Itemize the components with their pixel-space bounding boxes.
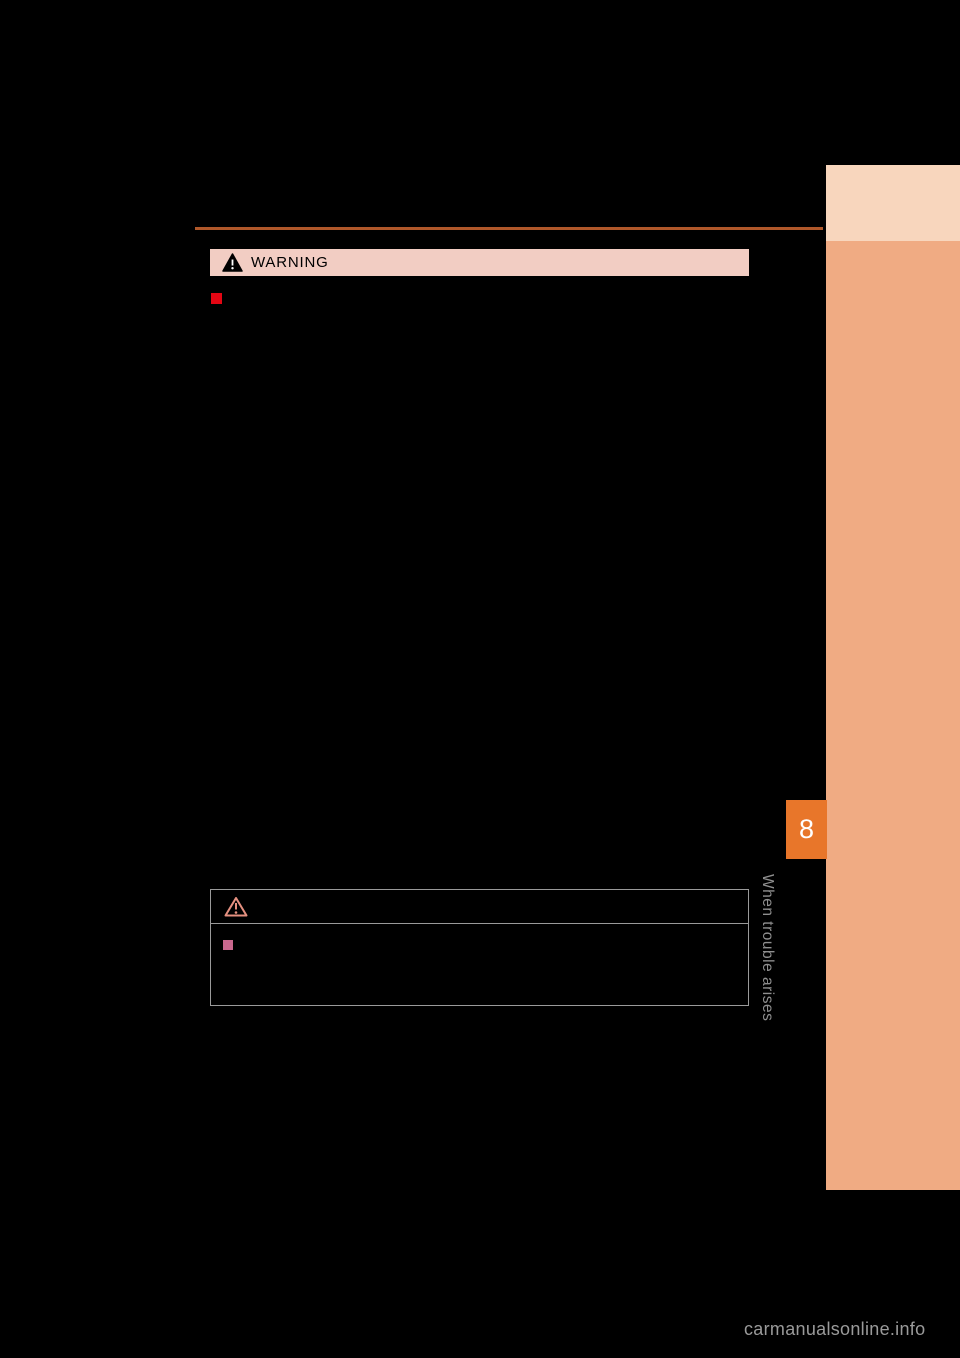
caution-triangle-icon (224, 896, 248, 917)
sidebar-header-block (826, 165, 960, 241)
warning-triangle-icon (222, 253, 243, 272)
warning-banner: WARNING (210, 249, 749, 276)
red-square-bullet (211, 293, 222, 304)
pink-square-bullet (223, 940, 233, 950)
section-divider-rule (195, 227, 823, 230)
chapter-number: 8 (798, 814, 815, 844)
watermark-text: carmanualsonline.info (744, 1319, 926, 1339)
warning-banner-label: WARNING (251, 254, 329, 271)
sidebar-panel (826, 241, 960, 1190)
chapter-title-vertical: When trouble arises (759, 874, 776, 1022)
caution-box-header (211, 890, 748, 924)
caution-box (210, 889, 749, 1006)
chapter-number-tab: 8 (786, 800, 827, 859)
caution-box-body (211, 924, 748, 1006)
